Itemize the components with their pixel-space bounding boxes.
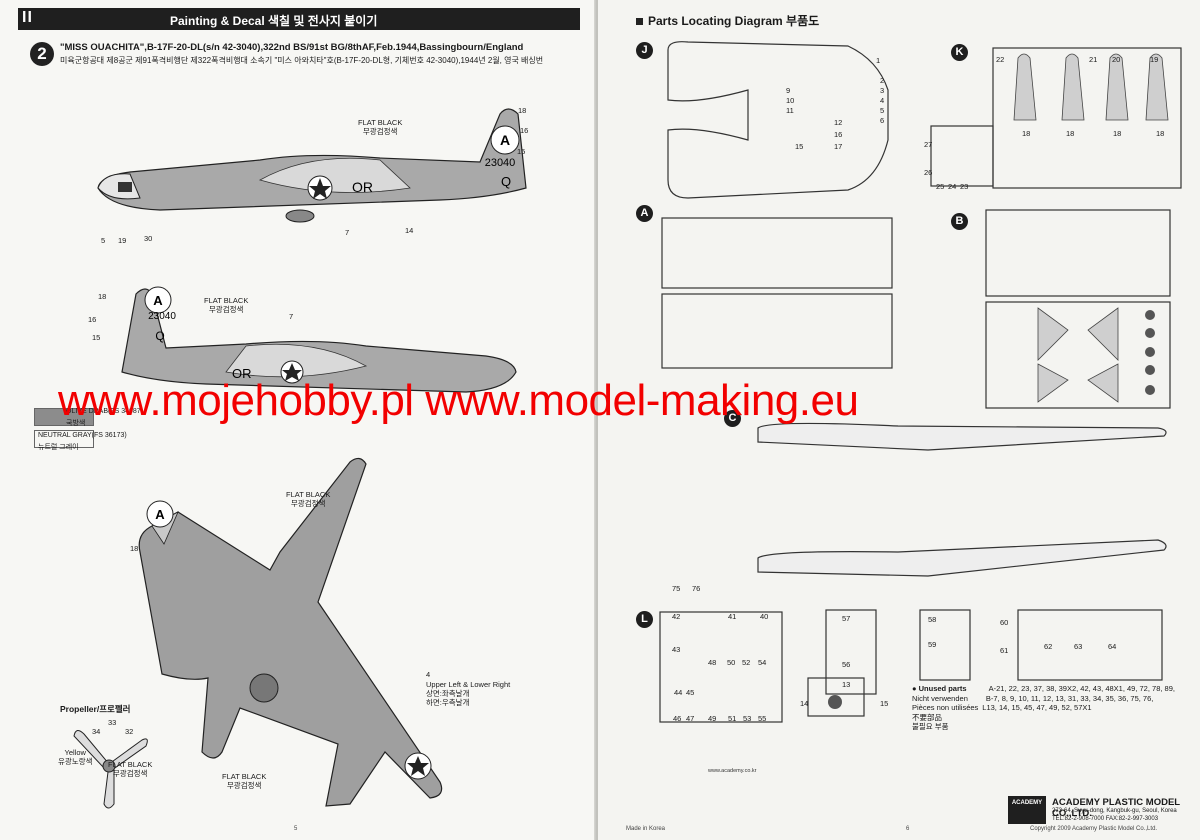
made-in-korea: Made in Korea — [626, 826, 666, 832]
propeller-title: Propeller/프로펠러 — [60, 704, 131, 714]
left-page-number: 5 — [294, 826, 298, 832]
top-fuselage-code: OR — [352, 179, 373, 195]
bottom-tail-code: Q — [155, 329, 164, 343]
section-number: II — [22, 9, 33, 26]
neutral-gray-label-kr: 뉴트럴 그레이 — [38, 444, 79, 451]
scheme-title: "MISS OUACHITA",B-17F-20-DL(s/n 42-3040)… — [60, 42, 524, 53]
top-tail-serial: 23040 — [485, 157, 516, 169]
bottom-tail-letter: A — [153, 293, 163, 308]
olive-drab-label-kr: 국방색 — [66, 420, 86, 427]
left-page: II Painting & Decal 색칠 및 전사지 붙이기 2 "MISS… — [0, 0, 596, 840]
sprue-letter-l: L — [636, 611, 653, 628]
academy-logo: ACADEMY — [1008, 796, 1046, 824]
top-tail-code: Q — [501, 174, 511, 189]
neutral-gray-swatch — [34, 430, 94, 448]
sprue-letter-k: K — [951, 44, 968, 61]
section-header-title: Painting & Decal 색칠 및 전사지 붙이기 — [170, 14, 378, 28]
right-page-number: 6 — [906, 826, 910, 832]
scheme-number-badge: 2 — [30, 42, 54, 66]
aircraft-side-view-left: A 23040 Q OR — [97, 108, 527, 223]
copyright-note: Copyright 2009 Academy Plastic Model Co.… — [1030, 826, 1158, 832]
top-tail-letter: A — [500, 132, 510, 148]
section-header-bar — [18, 8, 580, 30]
website-contact[interactable]: www.academy.co.kr — [708, 768, 757, 774]
top-view-triangle-a: A — [155, 507, 165, 522]
scheme-subtitle: 미육군항공대 제8공군 제91폭격비행단 제322폭격비행대 소속기 "미스 아… — [60, 56, 544, 65]
olive-drab-label: OLIVE DRAB(FS 34087) — [66, 408, 144, 415]
company-address: 273-64, Suyu-dong, Kangbuk-gu, Seoul, Ko… — [1052, 808, 1177, 822]
sprue-letter-b: B — [951, 213, 968, 230]
neutral-gray-label: NEUTRAL GRAY(FS 36173) — [38, 432, 127, 439]
sprue-letter-a: A — [636, 205, 653, 222]
right-page — [598, 0, 1200, 840]
sprue-letter-c: C — [724, 410, 741, 427]
sprue-letter-j: J — [636, 42, 653, 59]
sprue-frames — [659, 41, 1182, 723]
olive-drab-swatch — [34, 408, 94, 426]
bottom-fuselage-code: OR — [232, 366, 252, 381]
watermark-text: www.mojehobby.pl www.model-making.eu — [58, 376, 859, 425]
page-gutter — [594, 0, 600, 840]
parts-diagram-title: Parts Locating Diagram 부품도 — [636, 12, 819, 29]
aircraft-side-view-right: A 23040 Q OR — [121, 286, 517, 393]
propeller-icon — [73, 730, 148, 809]
aircraft-top-view: A — [138, 457, 443, 807]
company-name: ACADEMY PLASTIC MODEL CO.,LTD. — [1052, 797, 1180, 819]
bottom-tail-serial: 23040 — [148, 311, 176, 322]
